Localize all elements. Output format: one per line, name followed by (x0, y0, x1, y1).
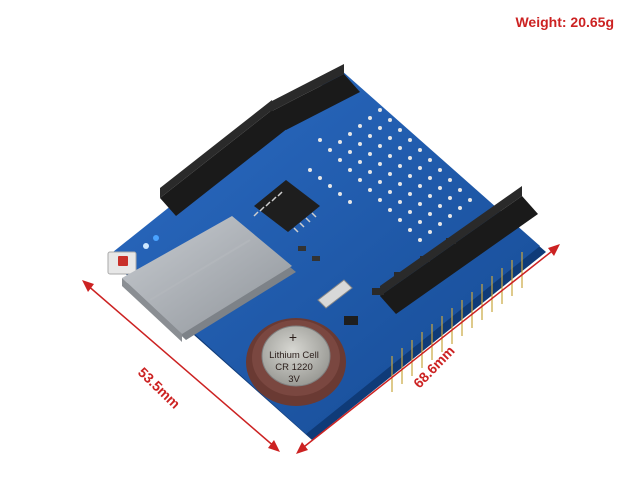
cell-line-2: CR 1220 (275, 362, 313, 373)
dimension-arrow-width (82, 280, 280, 452)
cell-line-1: Lithium Cell (269, 350, 319, 361)
board (108, 70, 546, 440)
header-top-right (270, 64, 360, 130)
cell-line-3: 3V (288, 374, 300, 385)
smd-components (143, 235, 456, 325)
sd-card-slot (122, 216, 296, 342)
ic-chip (253, 180, 320, 233)
reset-button (107, 251, 137, 275)
battery-holder (246, 318, 346, 406)
crystal (317, 279, 353, 309)
header-top-left (160, 100, 288, 216)
proto-grid (308, 108, 472, 242)
weight-label: Weight: 20.65g (515, 14, 614, 30)
header-pins (391, 252, 523, 392)
cell-plus-symbol: + (289, 329, 297, 345)
dimension-arrow-length (296, 244, 560, 454)
